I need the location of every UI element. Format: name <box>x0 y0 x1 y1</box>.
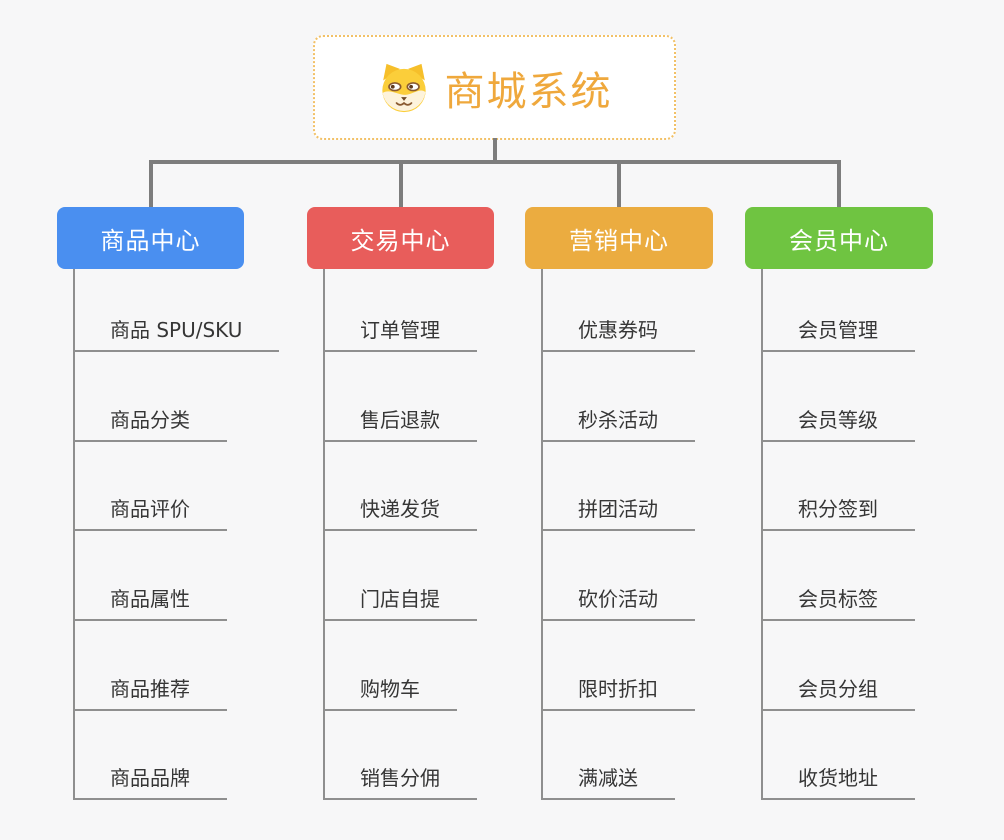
branch-2-leaf-2[interactable]: 拼团活动 <box>541 495 695 531</box>
branch-3-leaf-1[interactable]: 会员等级 <box>761 406 915 442</box>
branch-0-leaf-3[interactable]: 商品属性 <box>73 585 227 621</box>
connector-branch-rail <box>73 269 75 800</box>
branch-0-leaf-1[interactable]: 商品分类 <box>73 406 227 442</box>
connector-branch-rail <box>541 269 543 800</box>
connector-branch-drop <box>837 160 841 209</box>
branch-2-leaf-0[interactable]: 优惠券码 <box>541 316 695 352</box>
branch-header-1[interactable]: 交易中心 <box>307 207 494 269</box>
branch-header-2[interactable]: 营销中心 <box>525 207 713 269</box>
root-title: 商城系统 <box>444 68 613 115</box>
branch-1-leaf-5[interactable]: 销售分佣 <box>323 764 477 800</box>
branch-0-leaf-5[interactable]: 商品品牌 <box>73 764 227 800</box>
branch-3-leaf-5[interactable]: 收货地址 <box>761 764 915 800</box>
branch-0-leaf-4[interactable]: 商品推荐 <box>73 675 227 711</box>
branch-1-leaf-4[interactable]: 购物车 <box>323 675 457 711</box>
connector-horizontal-bar <box>149 160 841 164</box>
branch-2-leaf-3[interactable]: 砍价活动 <box>541 585 695 621</box>
branch-0-leaf-2[interactable]: 商品评价 <box>73 495 227 531</box>
branch-3-leaf-3[interactable]: 会员标签 <box>761 585 915 621</box>
connector-branch-rail <box>323 269 325 800</box>
branch-2-leaf-5[interactable]: 满减送 <box>541 764 675 800</box>
branch-1-leaf-2[interactable]: 快递发货 <box>323 495 477 531</box>
branch-3-leaf-4[interactable]: 会员分组 <box>761 675 915 711</box>
branch-header-3[interactable]: 会员中心 <box>745 207 933 269</box>
branch-1-leaf-1[interactable]: 售后退款 <box>323 406 477 442</box>
branch-2-leaf-1[interactable]: 秒杀活动 <box>541 406 695 442</box>
branch-header-0[interactable]: 商品中心 <box>57 207 244 269</box>
connector-branch-rail <box>761 269 763 800</box>
connector-branch-drop <box>148 160 153 209</box>
branch-3-leaf-0[interactable]: 会员管理 <box>761 316 915 352</box>
branch-2-leaf-4[interactable]: 限时折扣 <box>541 675 695 711</box>
branch-0-leaf-0[interactable]: 商品 SPU/SKU <box>73 316 280 352</box>
connector-branch-drop <box>617 160 621 209</box>
connector-branch-drop <box>398 160 403 209</box>
branch-3-leaf-2[interactable]: 积分签到 <box>761 495 915 531</box>
branch-1-leaf-0[interactable]: 订单管理 <box>323 316 477 352</box>
dog-face-icon <box>377 63 431 113</box>
root-node[interactable]: 商城系统 <box>313 35 676 140</box>
branch-1-leaf-3[interactable]: 门店自提 <box>323 585 477 621</box>
connector-root-stem <box>493 138 497 164</box>
